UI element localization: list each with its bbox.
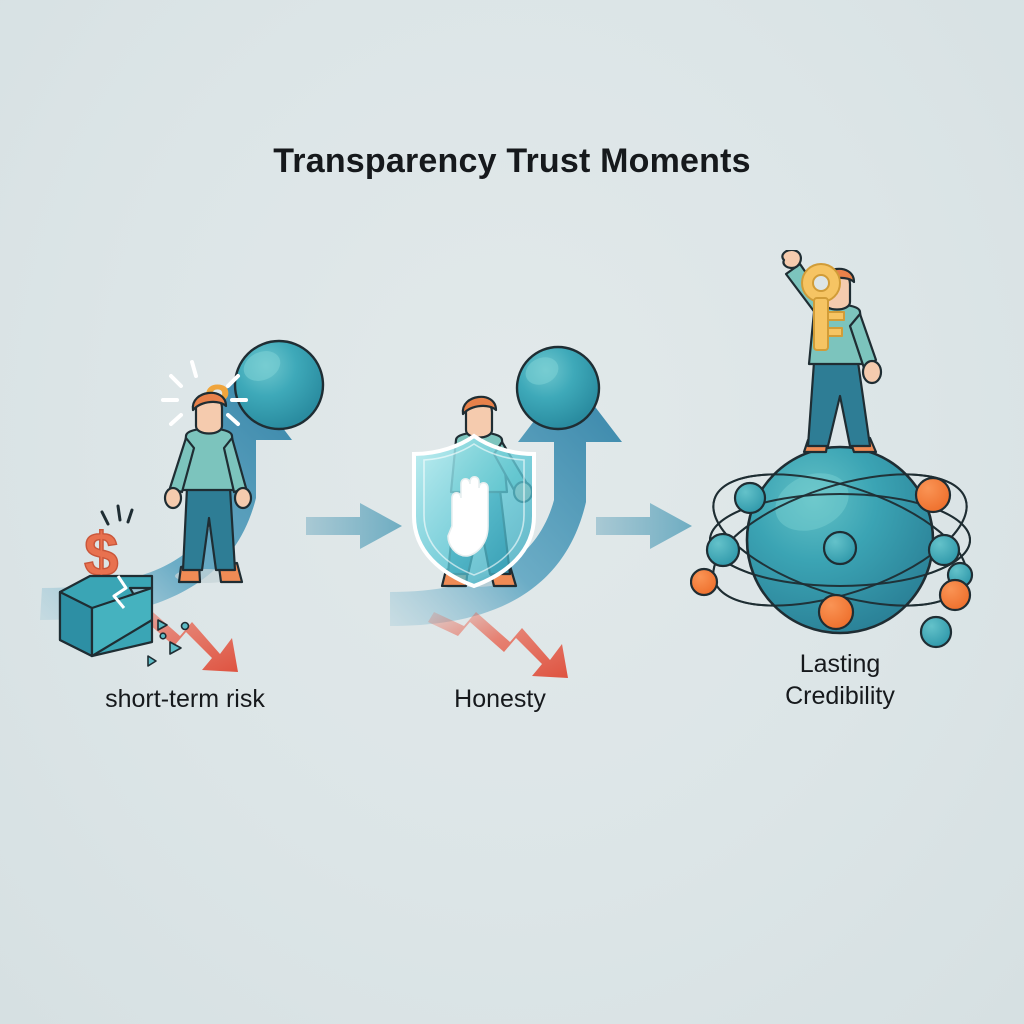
connector-1 bbox=[298, 495, 413, 557]
person-figure bbox=[163, 391, 253, 584]
page-title: Transparency Trust Moments bbox=[273, 142, 751, 180]
sphere-icon bbox=[515, 345, 601, 431]
shield-icon bbox=[412, 433, 536, 589]
stage-3-illustration bbox=[690, 250, 990, 650]
stage-2-caption: Honesty bbox=[454, 685, 546, 713]
stage-2-illustration bbox=[390, 330, 670, 700]
down-arrow-icon bbox=[428, 612, 568, 678]
cracked-box-icon bbox=[58, 574, 190, 667]
right-arrow-icon bbox=[596, 503, 692, 549]
network-nodes bbox=[690, 476, 974, 649]
connector-2 bbox=[588, 495, 703, 557]
open-palm-icon bbox=[447, 475, 489, 557]
stage-3-caption: Lasting Credibility bbox=[785, 650, 895, 710]
stage-1-illustration: ? bbox=[30, 320, 360, 700]
key-icon bbox=[801, 263, 845, 351]
up-arrow-icon bbox=[390, 374, 622, 626]
right-arrow-icon bbox=[306, 503, 402, 549]
sphere-icon bbox=[233, 339, 325, 431]
stage-1-caption: short-term risk bbox=[105, 685, 265, 713]
